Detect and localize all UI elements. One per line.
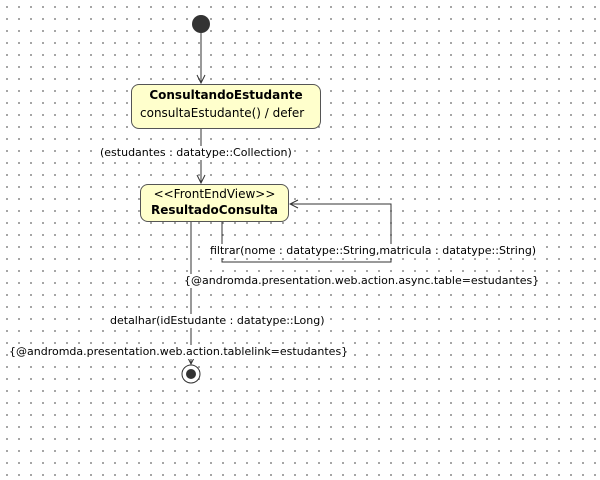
state-action: consultaEstudante() / defer: [140, 106, 305, 120]
transition-label-detalhar: detalhar(idEstudante : datatype::Long): [110, 314, 325, 328]
state-name: ResultadoConsulta: [150, 203, 279, 217]
state-resultado-consulta[interactable]: <<FrontEndView>> ResultadoConsulta: [140, 184, 289, 222]
transition-label-estudantes: (estudantes : datatype::Collection): [100, 146, 292, 160]
initial-node[interactable]: [192, 15, 210, 33]
tagged-value-async-table: {@andromda.presentation.web.action.async…: [184, 274, 540, 288]
state-name: ConsultandoEstudante: [149, 88, 303, 102]
stereotype-label: <<FrontEndView>>: [153, 187, 276, 201]
transition-label-filtrar: filtrar(nome : datatype::String,matricul…: [210, 244, 537, 258]
state-consultando-estudante[interactable]: ConsultandoEstudante consultaEstudante()…: [131, 84, 321, 129]
final-node-core: [186, 369, 196, 379]
tagged-value-tablelink: {@andromda.presentation.web.action.table…: [9, 345, 349, 359]
